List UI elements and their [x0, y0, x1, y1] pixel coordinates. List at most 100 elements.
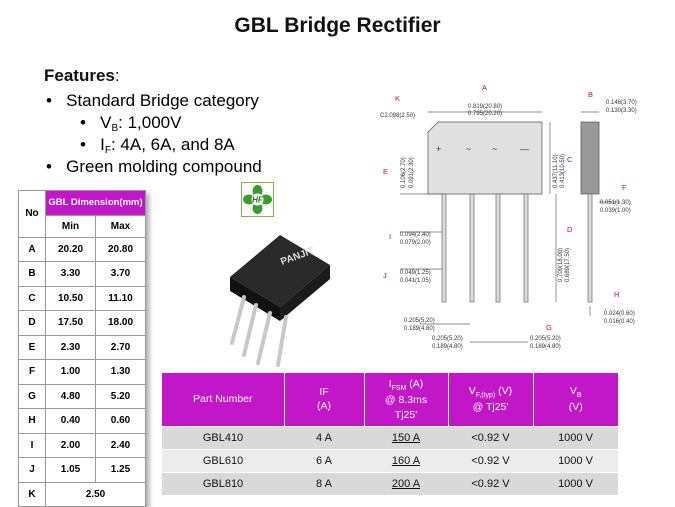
dim-letter-k: K [395, 94, 400, 103]
cell-part-number: GBL810 [162, 471, 284, 495]
dim-c-max: 0.437(11.10) [553, 154, 559, 188]
dimension-drawing: + ~ ~ — A B C D E F G H I J K C2.098(2.5… [370, 83, 660, 369]
header-unit: (V) [568, 401, 583, 414]
cell-vb: 1000 V [533, 425, 618, 449]
cell-max: 1.25 [95, 457, 146, 483]
dim-a-max: 0.819(20.80) [468, 104, 502, 110]
header-condition: Tj25' [394, 408, 418, 421]
header-subscript: B [576, 391, 582, 399]
dim-g-pitch-max: 0.205(5.20) [530, 336, 561, 342]
header-unit: (V) [495, 384, 513, 397]
cell-if: 6 A [284, 448, 364, 472]
dim-b-max: 0.146(3.70) [606, 100, 637, 106]
dim-a-min: 0.795(20.20) [468, 111, 502, 117]
cell-vb: 1000 V [533, 471, 618, 495]
feature-subscript: B [111, 123, 119, 134]
features-colon: : [114, 66, 120, 85]
feature-text: Green molding compound [66, 157, 262, 176]
dim-g-pitch-min: 0.189(4.80) [404, 326, 435, 332]
dim-g-pitch-min: 0.189(4.80) [530, 344, 561, 350]
cell-vf: <0.92 V [448, 471, 533, 495]
header-subscript: F,(typ) [475, 391, 496, 399]
cell-min: 2.30 [45, 334, 96, 360]
cell-no: D [18, 310, 46, 336]
cell-no: B [18, 261, 46, 287]
cell-max: 5.20 [95, 383, 146, 409]
lead-plus-mark: + [436, 144, 441, 154]
dim-letter-b: B [588, 90, 593, 99]
cell-no: K [18, 481, 46, 507]
dim-d-min: 0.689(17.50) [565, 248, 571, 282]
col-header-vb: VB(V) [533, 373, 618, 426]
cell-vf: <0.92 V [448, 425, 533, 449]
header-text: V [468, 384, 476, 397]
dim-g-pitch-max: 0.205(5.20) [432, 336, 463, 342]
dim-letter-a: A [482, 84, 487, 92]
bullet: • [80, 135, 86, 154]
dim-j-min: 0.041(1.05) [400, 278, 431, 284]
header-text: IF [319, 386, 329, 399]
feature-item: • Green molding compound [46, 157, 262, 177]
table-row: GBL410 4 A 150 A <0.92 V 1000 V [162, 425, 618, 449]
cell-part-number: GBL410 [162, 425, 284, 449]
cell-ifsm: 160 A [364, 448, 448, 472]
cell-max: 1.30 [95, 359, 146, 385]
header-text: I [388, 377, 392, 390]
cell-no: J [18, 457, 46, 483]
dim-f-min: 0.039(1.00) [600, 208, 631, 214]
cell-min: 1.05 [45, 457, 96, 483]
dim-k-value: C2.098(2.50) [380, 113, 415, 119]
cell-if: 8 A [284, 471, 364, 495]
feature-subscript: F [104, 145, 111, 156]
col-header-part-number: Part Number [162, 373, 285, 426]
dim-d-max: 0.709(18.00) [558, 248, 564, 282]
col-header-vf: VF,(typ) (V)@ Tj25' [448, 373, 534, 426]
dim-f-max: 0.051(1.30) [600, 200, 631, 206]
dim-b-min: 0.130(3.30) [606, 108, 637, 114]
dim-h-max: 0.024(0.60) [604, 311, 635, 317]
dim-g-pitch-min: 0.189(4.80) [432, 344, 463, 350]
features-heading: Features: [44, 66, 120, 86]
package-outline-diagram: + ~ ~ — A B C D E F G H I J K C2.098(2.5… [380, 83, 637, 350]
col-header-group: GBL Dimension(mm) [45, 190, 146, 216]
cell-max: 0.60 [95, 408, 146, 434]
dim-letter-g: G [546, 323, 552, 332]
lead-minus-mark: — [520, 144, 529, 154]
header-condition: @ 8.3ms [384, 394, 428, 407]
cell-min: 10.50 [45, 285, 96, 311]
dim-letter-j: J [383, 271, 387, 280]
header-unit: (A) [406, 377, 424, 390]
dim-letter-d: D [567, 225, 573, 234]
cell-no: A [18, 236, 46, 262]
header-subscript: FSM [391, 384, 407, 392]
cell-ifsm: 200 A [364, 471, 448, 495]
cell-no: E [18, 334, 46, 360]
dim-i-min: 0.079(2.00) [400, 240, 431, 246]
cell-no: F [18, 359, 46, 385]
feature-text: Standard Bridge category [66, 91, 259, 110]
rectifier-package-photo: PANJIT [222, 225, 357, 375]
cell-if: 4 A [284, 425, 364, 449]
feature-text: : 1,000V [118, 113, 182, 132]
cell-min: 2.00 [45, 432, 96, 458]
cell-min: 3.30 [45, 261, 96, 287]
dim-e-min: 0.091(2.30) [409, 157, 415, 188]
features-heading-text: Features [44, 66, 115, 85]
dim-letter-f: F [622, 183, 627, 192]
dim-letter-e: E [383, 167, 388, 176]
bullet: • [46, 91, 52, 110]
dim-g-pitch-max: 0.205(5.20) [404, 318, 435, 324]
cell-min: 0.40 [45, 408, 96, 434]
dim-letter-h: H [614, 290, 619, 299]
cell-min: 17.50 [45, 310, 96, 336]
cell-max: 2.70 [95, 334, 146, 360]
table-row: GBL810 8 A 200 A <0.92 V 1000 V [162, 471, 618, 495]
cell-max: 2.40 [95, 432, 146, 458]
